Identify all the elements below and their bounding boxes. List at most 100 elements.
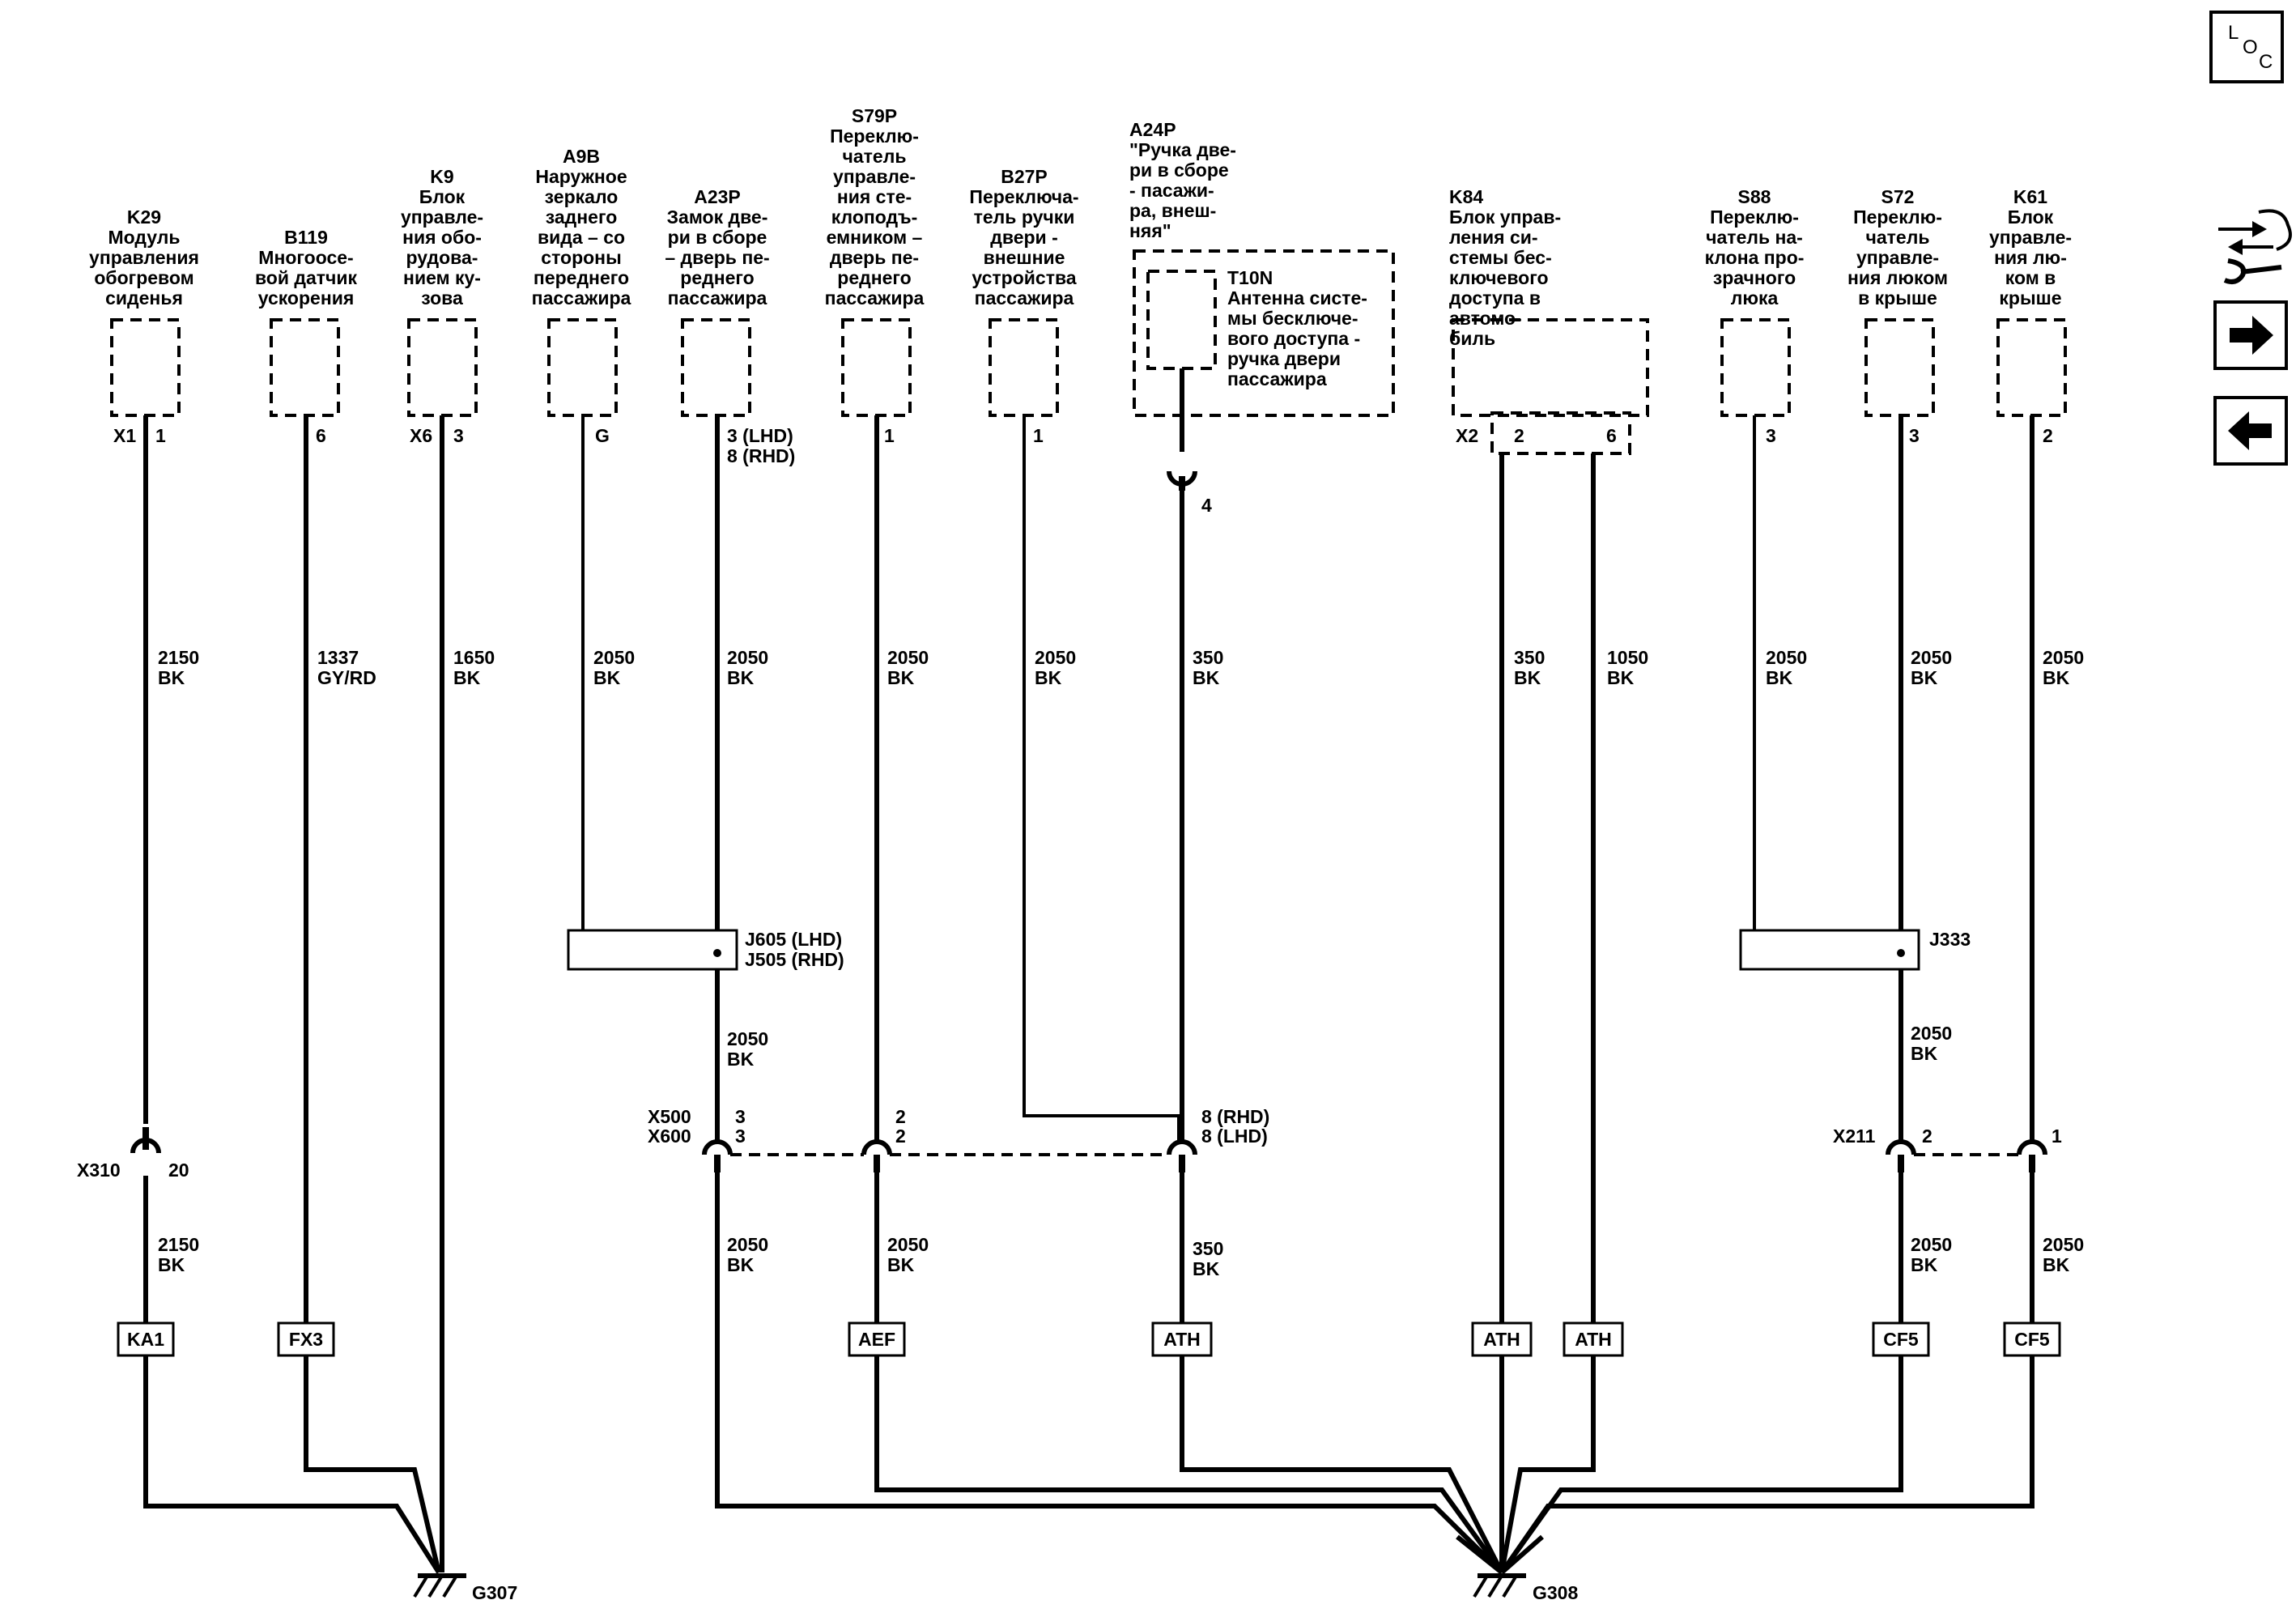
tag-fx3: FX3 — [277, 1321, 335, 1357]
svg-text:"Ручка две-: "Ручка две- — [1129, 139, 1236, 160]
svg-text:биль: биль — [1449, 328, 1495, 349]
svg-text:2050: 2050 — [2043, 647, 2084, 668]
svg-text:BK: BK — [887, 1254, 915, 1275]
component-a23p-box — [681, 318, 751, 417]
svg-text:X2: X2 — [1456, 425, 1478, 446]
svg-text:ра, внеш-: ра, внеш- — [1129, 200, 1216, 221]
svg-text:Наружное: Наружное — [535, 166, 627, 187]
svg-text:емником –: емником – — [827, 227, 923, 248]
svg-text:BK: BK — [727, 1049, 755, 1070]
connector-tool-icon[interactable] — [2218, 209, 2292, 284]
svg-text:сиденья: сиденья — [105, 287, 183, 309]
splice-j605-dot — [713, 949, 721, 957]
tag-ath-k84-2: ATH — [1471, 1321, 1533, 1357]
component-k29-box — [110, 318, 181, 417]
svg-text:BK: BK — [727, 667, 755, 688]
svg-text:чатель: чатель — [1866, 227, 1930, 248]
svg-text:6: 6 — [1606, 425, 1617, 446]
svg-text:BK: BK — [1911, 667, 1938, 688]
svg-text:- пасажи-: - пасажи- — [1129, 180, 1214, 201]
svg-text:2: 2 — [1514, 425, 1524, 446]
svg-text:2: 2 — [2043, 425, 2053, 446]
svg-text:2050: 2050 — [593, 647, 635, 668]
location-view-button[interactable]: L O C — [2209, 11, 2284, 83]
component-k61-label: K61 Блок управле- ния лю- ком в крыше — [1989, 186, 2072, 309]
svg-text:8 (LHD): 8 (LHD) — [1201, 1126, 1268, 1147]
svg-text:2050: 2050 — [1911, 1023, 1952, 1044]
svg-text:ускорения: ускорения — [258, 287, 355, 309]
svg-text:нием ку-: нием ку- — [403, 267, 481, 288]
svg-text:6: 6 — [316, 425, 326, 446]
svg-text:BK: BK — [1607, 667, 1635, 688]
svg-text:2050: 2050 — [1911, 1234, 1952, 1255]
svg-text:K61: K61 — [2013, 186, 2047, 207]
svg-text:BK: BK — [593, 667, 621, 688]
svg-text:крыше: крыше — [1999, 287, 2061, 309]
svg-text:B27P: B27P — [1001, 166, 1048, 187]
splice-j605-label: J605 (LHD) — [745, 929, 842, 950]
svg-text:3 (LHD): 3 (LHD) — [727, 425, 793, 446]
svg-text:вого доступа -: вого доступа - — [1227, 328, 1360, 349]
component-k9-box — [407, 318, 478, 417]
svg-text:3: 3 — [453, 425, 464, 446]
svg-text:S88: S88 — [1738, 186, 1771, 207]
svg-text:2: 2 — [1922, 1126, 1932, 1147]
svg-text:Антенна систе-: Антенна систе- — [1227, 287, 1367, 309]
svg-text:Блок управ-: Блок управ- — [1449, 206, 1561, 228]
svg-text:BK: BK — [2043, 667, 2070, 688]
wire-labels-lower: 2150 BK 2050 BK 2050 BK 350 BK 2050 BK 2… — [158, 1234, 2084, 1279]
component-s88-box — [1720, 318, 1791, 417]
svg-text:Переклю-: Переклю- — [1710, 206, 1799, 228]
ground-g307-icon — [413, 1573, 466, 1598]
svg-text:пассажира: пассажира — [825, 287, 925, 309]
component-k29-label: K29 Модуль управления обогревом сиденья — [89, 206, 199, 309]
svg-text:X600: X600 — [648, 1126, 691, 1147]
svg-text:A9B: A9B — [563, 146, 600, 167]
component-b27p-label: B27P Переключа- тель ручки двери - внешн… — [969, 166, 1078, 309]
component-k9-label: K9 Блок управле- ния обо- рудова- нием к… — [401, 166, 483, 309]
previous-page-button[interactable] — [2213, 396, 2288, 466]
wire-labels-upper: 2150 BK 1337 GY/RD 1650 BK 2050 BK 2050 … — [158, 647, 2084, 1070]
svg-text:K84: K84 — [1449, 186, 1483, 207]
component-k61-box — [1996, 318, 2067, 417]
svg-text:ключевого: ключевого — [1449, 267, 1549, 288]
component-a9b-box — [547, 318, 618, 417]
svg-text:доступа в: доступа в — [1449, 287, 1541, 309]
svg-text:ATH: ATH — [1575, 1329, 1612, 1350]
inline-connector-t10n-4 — [1167, 470, 1197, 491]
component-a23p-label: A23P Замок две- ри в сборе – дверь пе- р… — [665, 186, 769, 309]
svg-text:BK: BK — [158, 667, 185, 688]
svg-text:2050: 2050 — [727, 1234, 768, 1255]
svg-text:S72: S72 — [1881, 186, 1915, 207]
svg-text:няя": няя" — [1129, 220, 1171, 241]
svg-text:управле-: управле- — [833, 166, 916, 187]
splice-j505-label: J505 (RHD) — [745, 949, 844, 970]
component-a24p-box — [1133, 249, 1395, 417]
svg-text:Переклю-: Переклю- — [830, 126, 919, 147]
svg-text:ручка двери: ручка двери — [1227, 348, 1341, 369]
svg-text:BK: BK — [1911, 1043, 1938, 1064]
svg-text:рудова-: рудова- — [406, 247, 478, 268]
component-s79p-label: S79P Переклю- чатель управле- ния сте- к… — [825, 105, 925, 309]
next-page-button[interactable] — [2213, 300, 2288, 370]
svg-text:CF5: CF5 — [2014, 1329, 2050, 1350]
component-s72-label: S72 Переклю- чатель управле- ния люком в… — [1847, 186, 1948, 309]
splice-j605-box — [567, 929, 738, 971]
svg-text:переднего: переднего — [534, 267, 629, 288]
svg-text:реднего: реднего — [680, 267, 754, 288]
svg-text:2150: 2150 — [158, 1234, 199, 1255]
tag-ka1: KA1 — [117, 1321, 175, 1357]
component-a24p-label: A24P "Ручка две- ри в сборе - пасажи- ра… — [1129, 119, 1236, 241]
svg-text:BK: BK — [1911, 1254, 1938, 1275]
svg-text:2050: 2050 — [727, 647, 768, 668]
svg-text:350: 350 — [1514, 647, 1545, 668]
svg-text:пассажира: пассажира — [1227, 368, 1327, 389]
svg-text:BK: BK — [453, 667, 481, 688]
svg-text:пассажира: пассажира — [975, 287, 1074, 309]
svg-text:BK: BK — [1514, 667, 1541, 688]
svg-text:2: 2 — [895, 1126, 906, 1147]
svg-text:4: 4 — [1201, 495, 1212, 516]
svg-text:X1: X1 — [113, 425, 136, 446]
svg-text:2050: 2050 — [887, 1234, 929, 1255]
svg-text:управле-: управле- — [401, 206, 483, 228]
